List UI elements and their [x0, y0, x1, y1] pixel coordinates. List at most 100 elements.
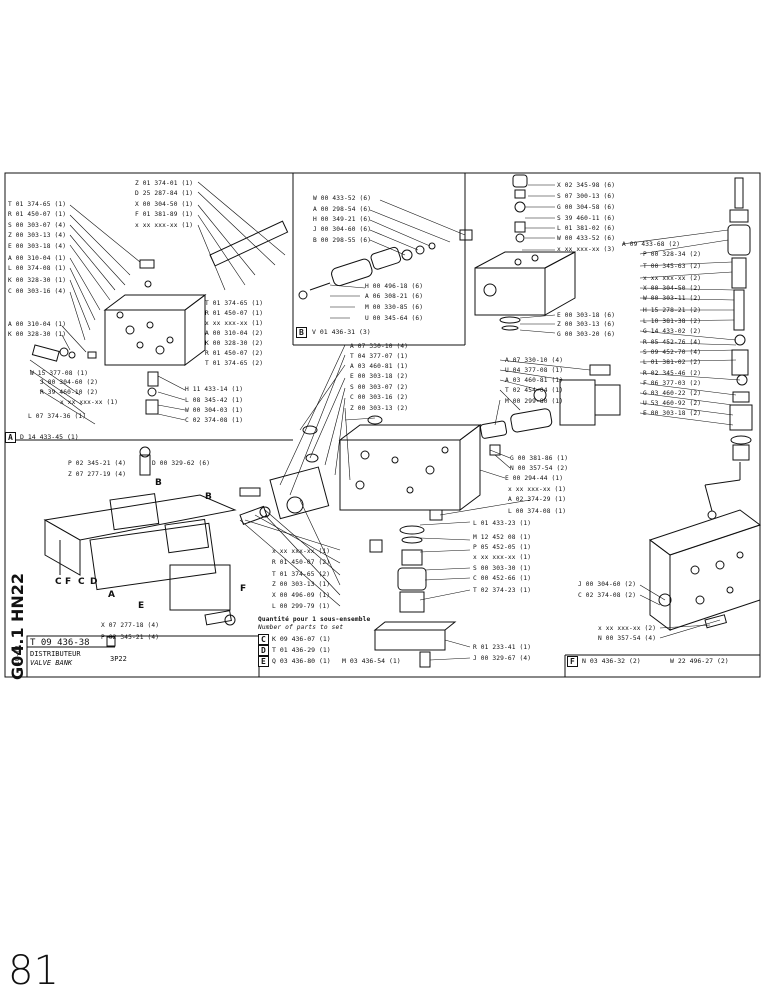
part-label: x xx xxx-xx (1) — [473, 554, 532, 561]
section-a-tag: A — [5, 432, 16, 443]
diagram-frame — [4, 172, 761, 678]
part-label: P 00 328-34 (2) — [643, 251, 702, 258]
section-f-ref-2: W 22 496-27 (2) — [670, 657, 729, 665]
part-label: T 00 345-63 (2) — [643, 263, 702, 270]
part-label: U 53 460-92 (2) — [643, 400, 702, 407]
part-label: A 00 310-04 (1) — [8, 255, 67, 262]
part-label: S 39 460-11 (6) — [557, 215, 616, 222]
part-label: A 00 310-04 (2) — [205, 330, 264, 337]
part-label: K 00 328-30 (2) — [205, 340, 264, 347]
valve-bank-assembly — [43, 446, 237, 626]
assembly-letter: B — [155, 478, 162, 488]
assembly-letter: E — [138, 601, 145, 611]
part-label: E 00 303-18 (2) — [350, 373, 409, 380]
part-label: C 02 374-08 (1) — [185, 417, 244, 424]
part-label: Z 00 303-13 (2) — [350, 405, 409, 412]
part-label: Z 00 303-13 (6) — [557, 321, 616, 328]
part-label: R 01 233-41 (1) — [473, 644, 532, 651]
part-label: D 25 287-84 (1) — [135, 190, 194, 197]
section-f-tag: F — [567, 656, 578, 667]
section-d-tag: D — [258, 645, 269, 656]
part-label: G 00 304-58 (6) — [557, 204, 616, 211]
part-label: L 01 381-02 (2) — [643, 359, 702, 366]
part-label: W 00 303-11 (2) — [643, 295, 702, 302]
page-number: 81 — [8, 948, 59, 994]
part-label: X 00 496-09 (1) — [272, 592, 331, 599]
part-label: N 00 357-54 (2) — [510, 465, 569, 472]
part-label: T 01 374-65 (1) — [205, 300, 264, 307]
sheet-code-1: HN22 — [8, 572, 27, 622]
part-label: L 00 374-08 (1) — [508, 508, 567, 515]
part-label: x xx xxx-xx (1) — [60, 399, 119, 406]
part-label: R 01 450-07 (1) — [205, 310, 264, 317]
section-b-tag: B — [296, 327, 307, 338]
part-label: F 06 377-03 (2) — [643, 380, 702, 387]
part-label: K 00 328-30 (1) — [8, 277, 67, 284]
part-label: P 02 345-21 (4) — [101, 634, 160, 641]
part-label: A 00 298-54 (6) — [313, 206, 372, 213]
part-label: x xx xxx-xx (1) — [135, 222, 194, 229]
part-label: X 00 304-50 (2) — [643, 285, 702, 292]
assembly-letter: F — [65, 577, 72, 587]
valve-block-center — [239, 364, 621, 526]
part-label: F 01 381-89 (1) — [135, 211, 194, 218]
part-label: L 01 433-23 (1) — [473, 520, 532, 527]
part-label: H 11 433-14 (1) — [185, 386, 244, 393]
section-e-ref-2: M 03 436-54 (1) — [342, 657, 401, 665]
valve-pilot-b — [298, 229, 473, 300]
quantity-note-en: Number of parts to set — [258, 624, 344, 631]
assembly-letter: C — [78, 577, 85, 587]
part-label: x xx xxx-xx (1) — [205, 320, 264, 327]
part-label: A 03 460-81 (1) — [505, 377, 564, 384]
part-label: W 00 433-52 (6) — [557, 235, 616, 242]
date-code: 10-79 — [14, 645, 21, 665]
part-label: x xx xxx-xx (2) — [643, 275, 702, 282]
part-label: A 00 310-04 (1) — [8, 321, 67, 328]
part-label: S 00 303-30 (1) — [473, 565, 532, 572]
part-label: H 00 349-21 (6) — [313, 216, 372, 223]
part-label: W 00 304-03 (1) — [185, 407, 244, 414]
part-label: G 03 460-22 (2) — [643, 390, 702, 397]
part-label: B 00 298-55 (6) — [313, 237, 372, 244]
part-label: Z 00 303-13 (1) — [272, 581, 331, 588]
part-label: X 07 277-18 (4) — [101, 622, 160, 629]
part-label: Z 01 374-01 (1) — [135, 180, 194, 187]
part-label: S 07 300-13 (6) — [557, 193, 616, 200]
part-label: E 00 303-18 (6) — [557, 312, 616, 319]
part-label: W 00 433-52 (6) — [313, 195, 372, 202]
part-label: M 00 330-85 (6) — [365, 304, 424, 311]
section-d-ref: T 01 436-29 (1) — [272, 646, 331, 654]
part-label: T 04 377-07 (1) — [350, 353, 409, 360]
part-label: E 00 294-44 (1) — [505, 475, 564, 482]
part-label: J 00 329-67 (4) — [473, 655, 532, 662]
part-label: R 01 450-07 (2) — [272, 559, 331, 566]
assembly-letter: C — [55, 577, 62, 587]
part-label: H 00 496-18 (6) — [365, 283, 424, 290]
part-label: L 08 345-42 (1) — [185, 397, 244, 404]
section-c-ref: K 09 436-07 (1) — [272, 635, 331, 643]
title-description-fr: DISTRIBUTEUR — [30, 650, 81, 658]
quantity-note-fr: Quantité pour 1 sous-ensemble — [258, 616, 371, 623]
leader-lines — [29, 181, 741, 661]
assembly-letter: A — [108, 590, 115, 600]
part-label: C 00 303-16 (4) — [8, 288, 67, 295]
assembly-letter: D — [90, 577, 98, 587]
part-label: x xx xxx-xx (2) — [598, 625, 657, 632]
part-label: R 39 460-10 (2) — [40, 389, 99, 396]
section-e-tag: E — [258, 656, 269, 667]
part-label: x xx xxx-xx (3) — [557, 246, 616, 253]
assembly-letter: F — [240, 584, 247, 594]
part-label: X 02 345-98 (6) — [557, 182, 616, 189]
part-label: T 01 374-65 (2) — [205, 360, 264, 367]
part-label: X 00 304-50 (1) — [135, 201, 194, 208]
valve-block-f — [648, 177, 762, 631]
section-e-ref-1: Q 03 436-80 (1) — [272, 657, 331, 665]
part-label: C 00 303-16 (2) — [350, 394, 409, 401]
title-part-number: T 09 436-38 — [30, 638, 90, 648]
part-label: R 01 450-07 (1) — [8, 211, 67, 218]
part-label: A 06 308-21 (6) — [365, 293, 424, 300]
part-label: S 00 303-07 (2) — [350, 384, 409, 391]
part-label: T 02 374-23 (1) — [473, 587, 532, 594]
part-label: A 02 374-29 (1) — [508, 496, 567, 503]
part-label: K 00 328-30 (1) — [8, 331, 67, 338]
